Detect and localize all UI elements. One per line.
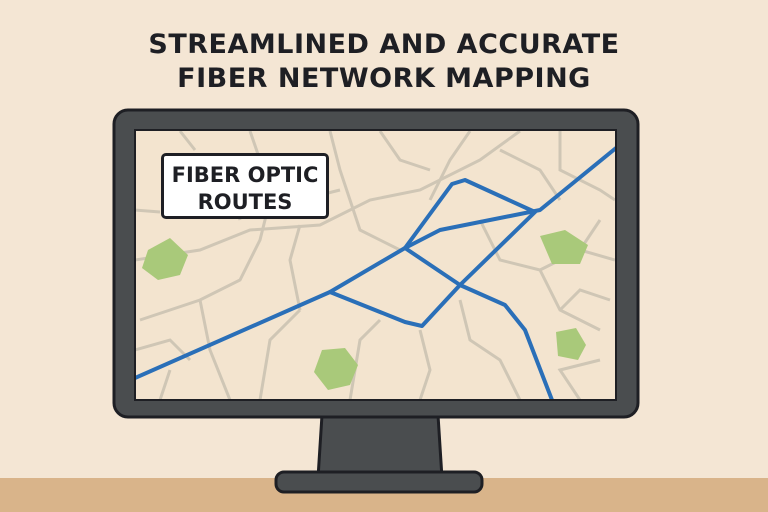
map-label-line-2: ROUTES	[197, 190, 293, 214]
headline-line-2: FIBER NETWORK MAPPING	[177, 63, 591, 94]
headline-line-1: STREAMLINED AND ACCURATE	[148, 29, 620, 60]
monitor-neck	[316, 413, 444, 480]
map-label-box: FIBER OPTIC ROUTES	[161, 153, 329, 219]
monitor-base	[274, 470, 484, 494]
fiber-routes	[136, 146, 615, 399]
parks	[142, 230, 588, 390]
map-label-line-1: FIBER OPTIC	[171, 163, 319, 187]
